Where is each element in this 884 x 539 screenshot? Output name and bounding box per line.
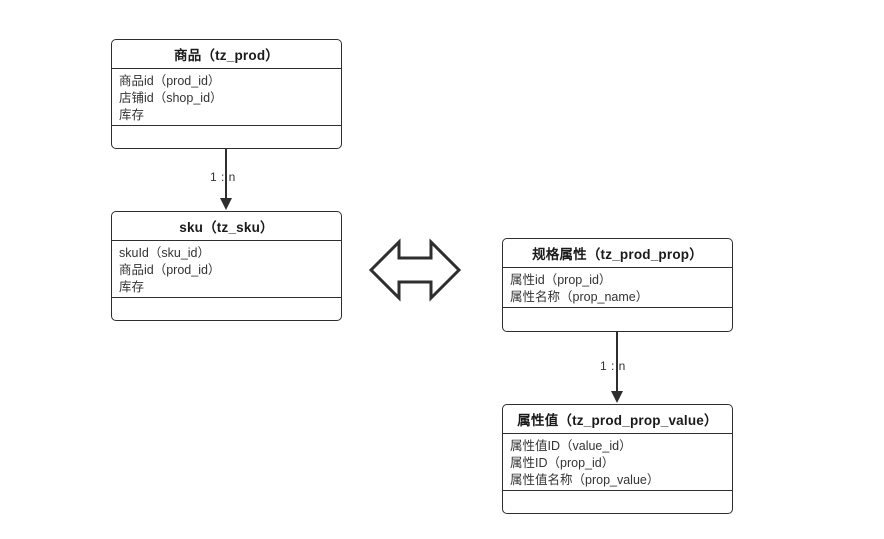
attribute-row: skuId（sku_id） — [119, 246, 211, 260]
attribute-row: 属性名称（prop_name） — [510, 290, 649, 304]
relation-arrowhead-down — [219, 198, 232, 210]
entity-title: 商品（tz_prod） — [112, 40, 341, 69]
relation-line — [225, 148, 227, 200]
attribute-row: 属性ID（prop_id） — [510, 456, 615, 470]
attribute-row: 库存 — [119, 280, 145, 294]
entity-methods — [112, 298, 341, 320]
relation-prod-to-sku: 1 : n — [210, 148, 239, 212]
entity-tz-prod-prop-value[interactable]: 属性值（tz_prod_prop_value） 属性值ID（value_id） … — [502, 404, 733, 514]
attribute-row: 属性id（prop_id） — [510, 273, 612, 287]
entity-tz-prod[interactable]: 商品（tz_prod） 商品id（prod_id） 店铺id（shop_id） … — [111, 39, 342, 149]
relation-cardinality-label: 1 : n — [210, 170, 236, 184]
attribute-row: 商品id（prod_id） — [119, 74, 221, 88]
entity-methods — [503, 308, 732, 331]
relation-cardinality-label: 1 : n — [600, 359, 626, 373]
entity-attributes: skuId（sku_id） 商品id（prod_id） 库存 — [112, 241, 341, 298]
entity-attributes: 属性id（prop_id） 属性名称（prop_name） — [503, 268, 732, 308]
relation-prop-to-prop-value: 1 : n — [600, 331, 630, 405]
entity-title: sku（tz_sku） — [112, 212, 341, 241]
relation-sku-to-prop — [368, 236, 462, 304]
double-headed-arrow-icon — [368, 238, 462, 302]
attribute-row: 库存 — [119, 108, 145, 122]
attribute-row: 店铺id（shop_id） — [119, 91, 223, 105]
entity-attributes: 商品id（prod_id） 店铺id（shop_id） 库存 — [112, 69, 341, 126]
entity-tz-prod-prop[interactable]: 规格属性（tz_prod_prop） 属性id（prop_id） 属性名称（pr… — [502, 238, 733, 332]
entity-title: 属性值（tz_prod_prop_value） — [503, 405, 732, 434]
entity-methods — [503, 491, 732, 513]
entity-methods — [112, 126, 341, 148]
entity-tz-sku[interactable]: sku（tz_sku） skuId（sku_id） 商品id（prod_id） … — [111, 211, 342, 321]
attribute-row: 属性值ID（value_id） — [510, 439, 632, 453]
relation-line — [616, 331, 618, 393]
attribute-row: 属性值名称（prop_value） — [510, 473, 660, 487]
entity-title: 规格属性（tz_prod_prop） — [503, 239, 732, 268]
entity-attributes: 属性值ID（value_id） 属性ID（prop_id） 属性值名称（prop… — [503, 434, 732, 491]
relation-arrowhead-down — [610, 391, 623, 403]
attribute-row: 商品id（prod_id） — [119, 263, 221, 277]
